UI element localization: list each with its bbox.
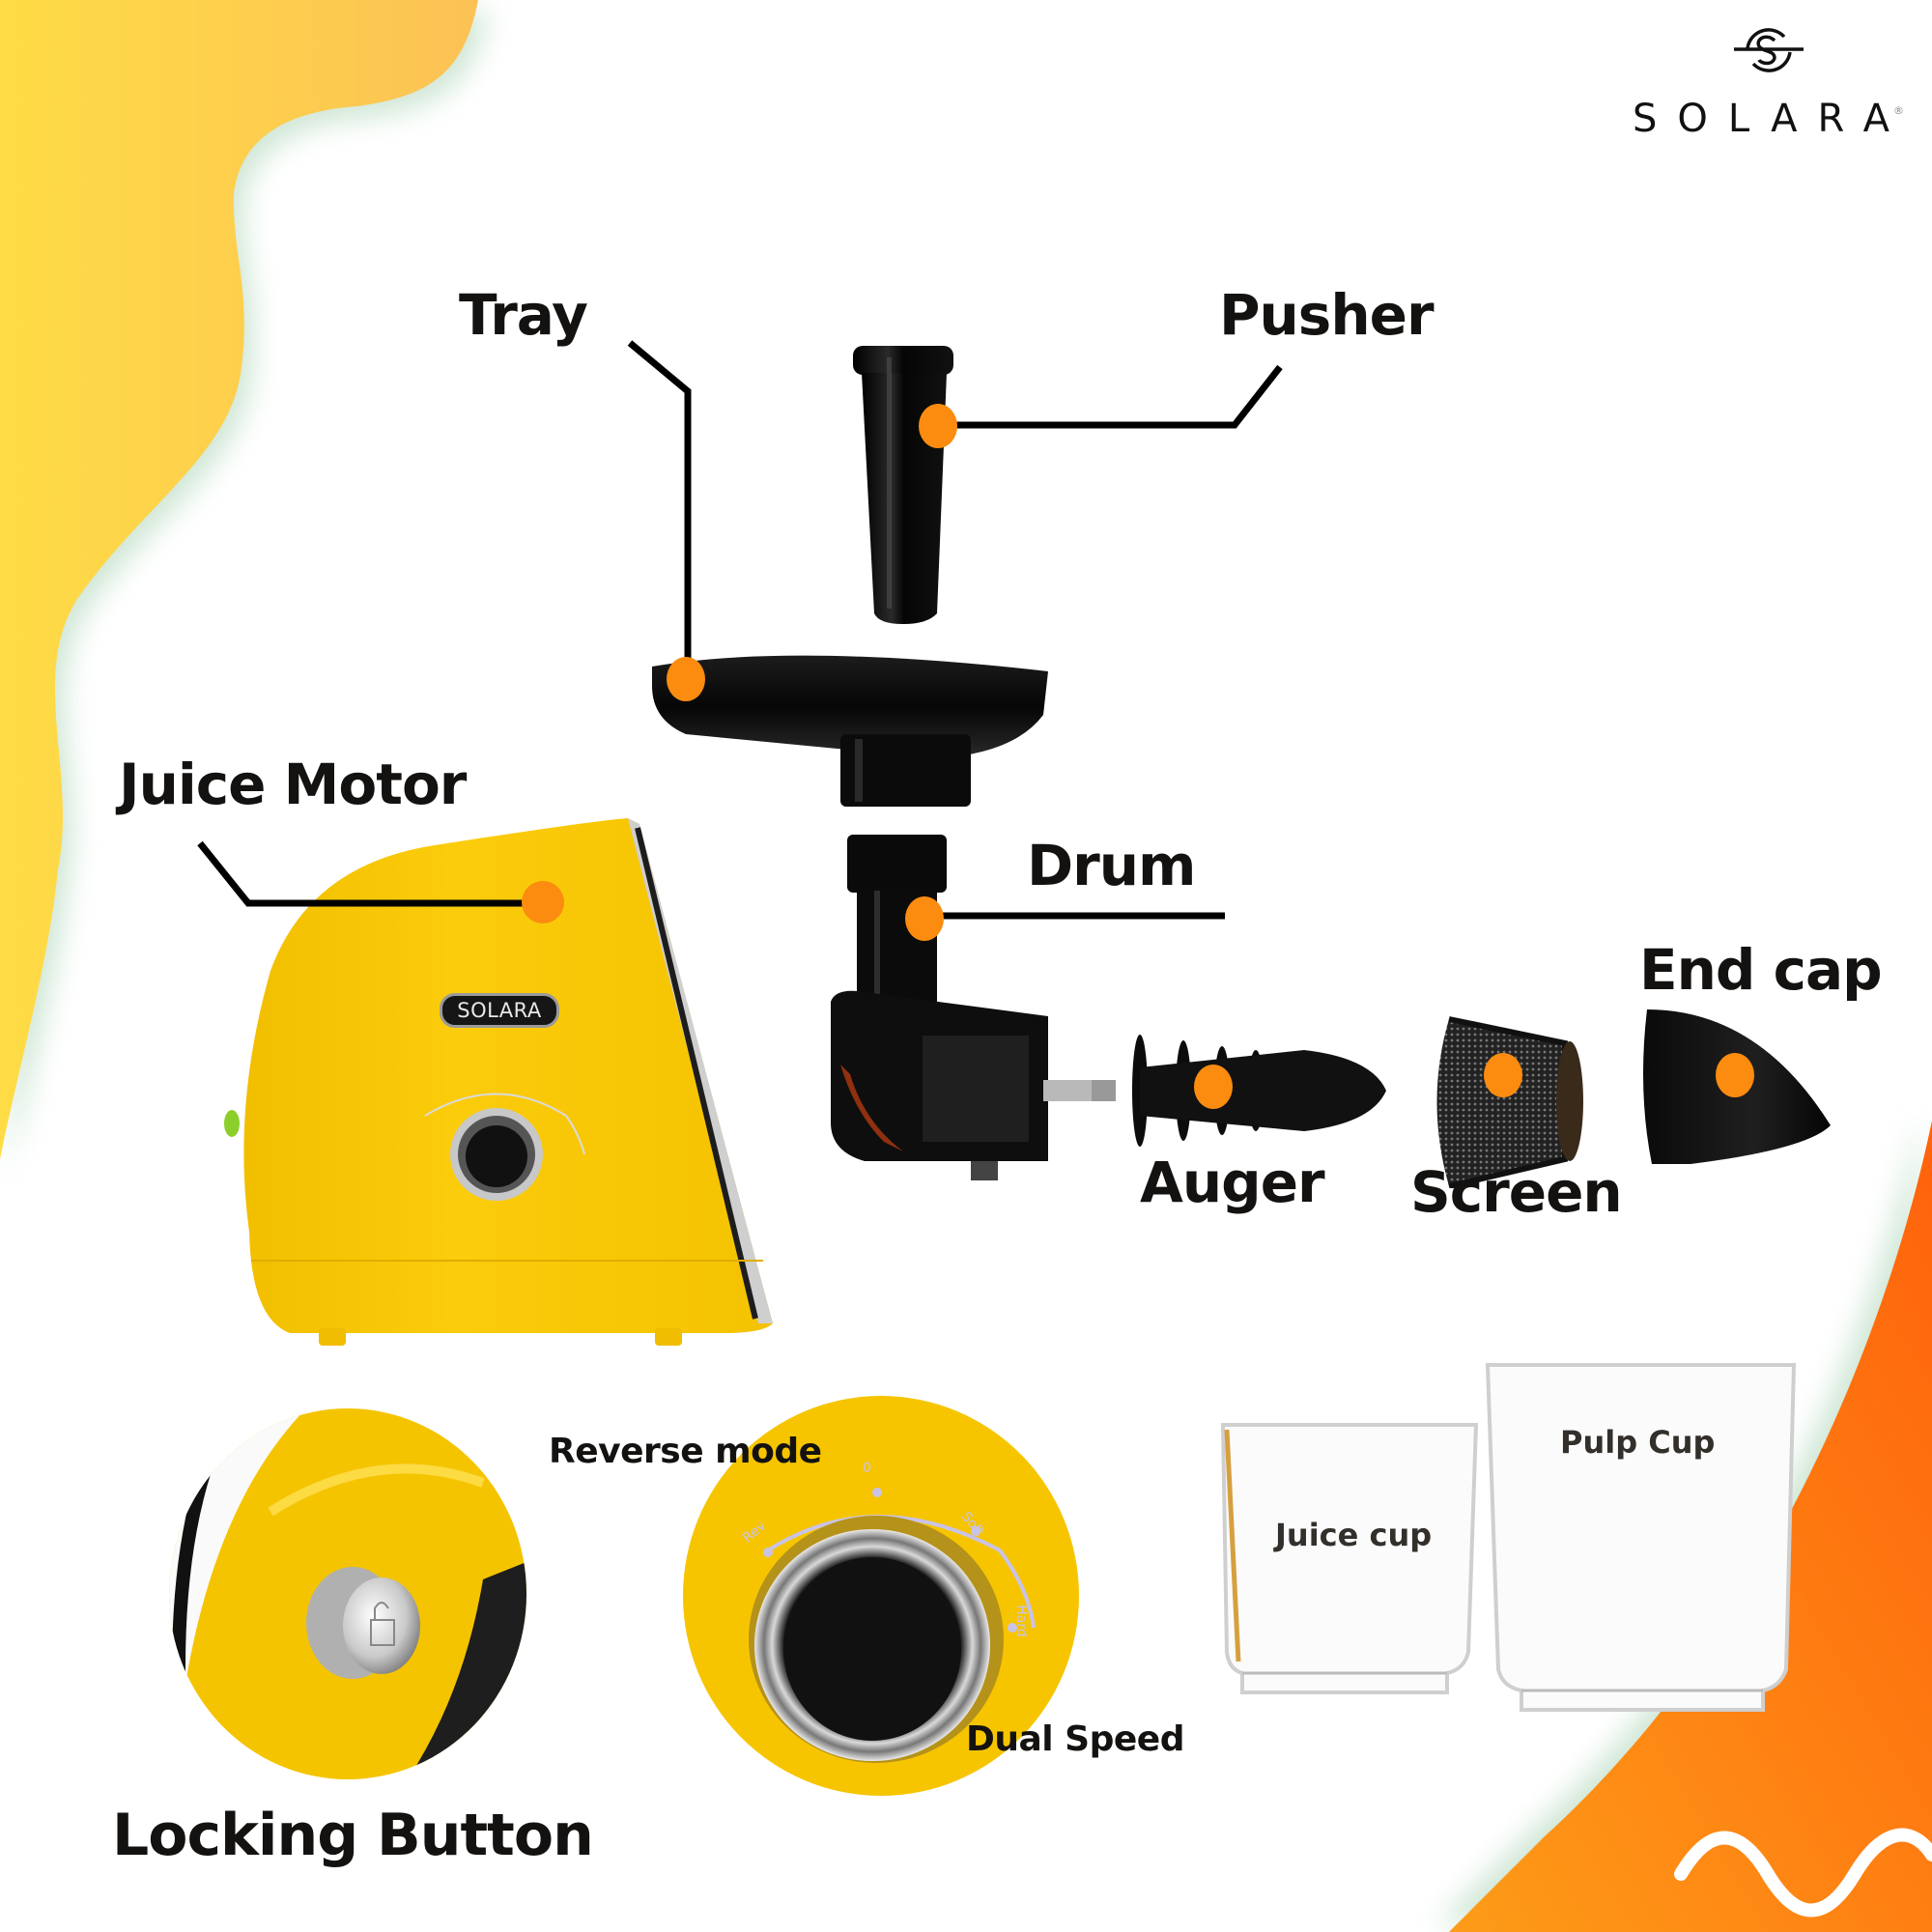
- pusher-label: Pusher: [1219, 282, 1435, 348]
- end-cap-label: End cap: [1639, 937, 1883, 1003]
- juice-motor-image: [224, 818, 773, 1346]
- juice-cup-label: Juice cup: [1275, 1517, 1433, 1553]
- pulp-cup-image: [1485, 1363, 1797, 1712]
- motor-brand-badge: SOLARA: [440, 993, 559, 1028]
- screen-callout-dot[interactable]: [1484, 1053, 1522, 1097]
- pusher-callout-dot[interactable]: [919, 404, 957, 448]
- juice-cup-image: [1220, 1423, 1479, 1694]
- locking-button-label: Locking Button: [112, 1802, 594, 1869]
- registered-mark: ®: [1893, 104, 1904, 117]
- juice-motor-callout-dot[interactable]: [522, 881, 564, 923]
- auger-callout-dot[interactable]: [1194, 1065, 1233, 1109]
- screen-label: Screen: [1410, 1159, 1623, 1225]
- tray-image: [652, 655, 1048, 807]
- drum-callout-dot[interactable]: [905, 896, 944, 941]
- end-cap-callout-dot[interactable]: [1716, 1053, 1754, 1097]
- auger-label: Auger: [1140, 1150, 1325, 1215]
- tray-label: Tray: [459, 282, 588, 348]
- dual-speed-label: Dual Speed: [966, 1719, 1184, 1759]
- tray-callout-dot[interactable]: [667, 657, 705, 701]
- drum-image: [831, 835, 1048, 1180]
- pulp-cup-label: Pulp Cup: [1560, 1424, 1716, 1461]
- reverse-mode-label: Reverse mode: [549, 1432, 822, 1471]
- locking-button-image: [169, 1408, 526, 1779]
- drum-label: Drum: [1027, 833, 1196, 898]
- brand-wordmark: SOLARA: [1633, 97, 1910, 141]
- juice-motor-label: Juice Motor: [119, 752, 467, 817]
- speed-dial-image: [683, 1396, 1079, 1796]
- screen-image: [1436, 1016, 1583, 1188]
- dial-label-off: 0: [863, 1461, 871, 1476]
- solara-logo-icon: [1734, 28, 1804, 72]
